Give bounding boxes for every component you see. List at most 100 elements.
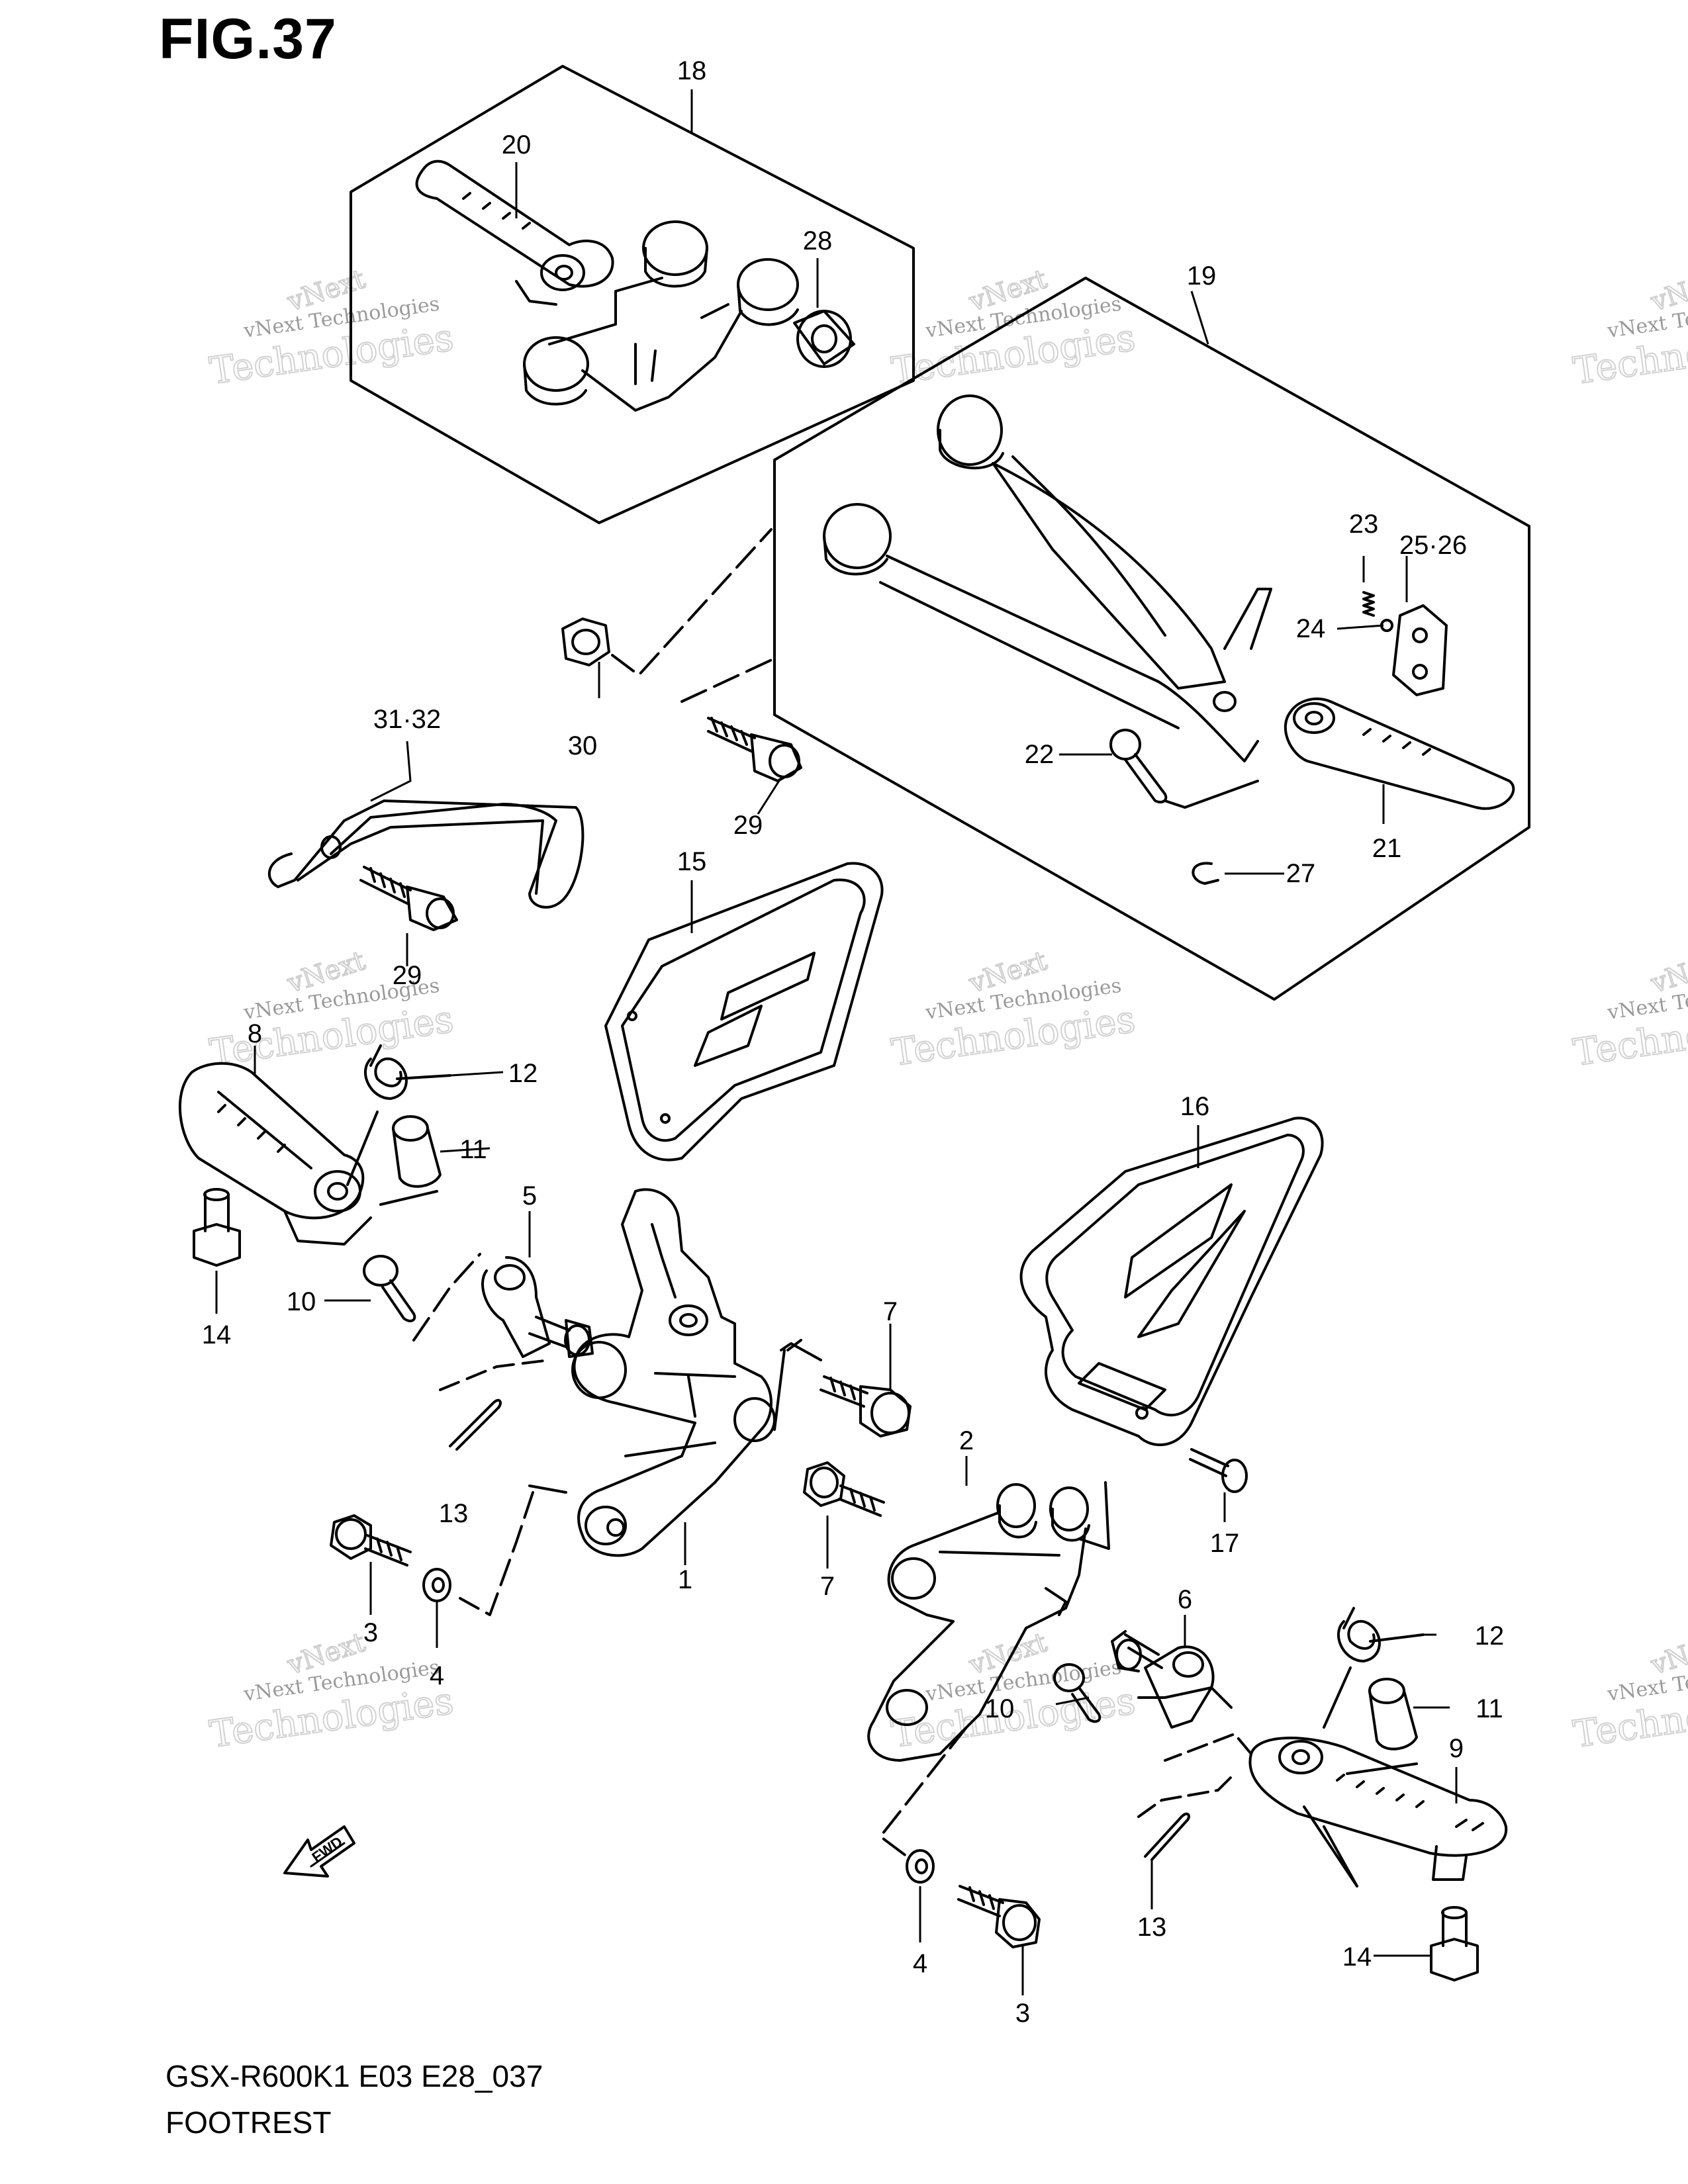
guide-11-pin <box>379 1190 438 1206</box>
part-25-26-plate <box>1392 604 1448 696</box>
part-14-bolt-lower <box>1430 1906 1479 1981</box>
callout-20: 20 <box>502 130 532 159</box>
callout-29-upper: 29 <box>733 811 763 840</box>
watermark-7: vNext vNext Technologies Technologies <box>207 1627 457 1757</box>
figure-caption: FOOTREST <box>165 2105 332 2140</box>
callout-13-lower: 13 <box>1137 1913 1167 1942</box>
callout-4-lower: 4 <box>913 1949 927 1978</box>
part-30-nut <box>561 617 610 666</box>
part-2-bracket <box>867 1483 1090 1762</box>
callout-14-lower: 14 <box>1342 1942 1372 1972</box>
callout-17: 17 <box>1210 1529 1240 1558</box>
part-10-pin-lower <box>1053 1663 1102 1723</box>
part-8-footpeg <box>178 1062 372 1246</box>
fwd-arrow-icon <box>283 1825 355 1878</box>
watermark-1: vNext vNext Technologies Technologies <box>207 263 457 394</box>
part-3-bolt-lower <box>957 1885 1041 1948</box>
callout-22: 22 <box>1025 740 1055 769</box>
callout-25-26: 25·26 <box>1399 531 1467 560</box>
watermark-2: vNext vNext Technologies Technologies <box>888 263 1139 394</box>
part-13-cotter-lower <box>1144 1812 1190 1861</box>
callout-16: 16 <box>1180 1092 1210 1121</box>
callout-31-32: 31·32 <box>373 705 441 734</box>
part-22-pin <box>1109 729 1168 803</box>
leader-1-dash <box>528 1484 567 1494</box>
part-11-bushing-lower <box>1368 1678 1418 1751</box>
part-11-bushing-upper <box>392 1115 442 1188</box>
part-23-spring <box>1362 591 1375 617</box>
part-16-heel-guard <box>1019 1116 1324 1446</box>
part-4-washer-lower <box>906 1849 935 1884</box>
part-3-bolt-upper <box>330 1514 412 1567</box>
leader-4-upper <box>459 1491 534 1616</box>
leader-lines <box>215 89 1458 1995</box>
callout-19: 19 <box>1187 261 1217 291</box>
part-17-screw <box>1189 1448 1248 1493</box>
callout-30: 30 <box>568 731 598 760</box>
part-9-footpeg <box>1164 1733 1508 1888</box>
part-10-pin-upper <box>363 1255 416 1322</box>
watermark-9: vNext vNext Technologies Technologies <box>1570 1627 1688 1757</box>
callout-13-upper: 13 <box>439 1499 469 1528</box>
kit-box-18 <box>350 65 915 524</box>
leader-2-right <box>1078 1481 1110 1550</box>
part-15-heel-guard <box>604 862 884 1161</box>
watermark-6: vNext vNext Technologies Technologies <box>1570 945 1688 1075</box>
callout-3-lower: 3 <box>1015 1999 1030 2028</box>
callout-6: 6 <box>1178 1585 1192 1614</box>
kit-box-19 <box>773 277 1530 1001</box>
callout-27: 27 <box>1286 859 1316 888</box>
callout-11-upper: 11 <box>459 1135 487 1164</box>
callout-12-upper: 12 <box>508 1059 538 1088</box>
leader-10-upper <box>412 1253 481 1342</box>
part-31-32-guard <box>267 799 585 909</box>
callout-5: 5 <box>522 1181 537 1210</box>
callout-24: 24 <box>1296 614 1326 643</box>
leader-22 <box>1164 780 1259 809</box>
part-7-bolt-upper <box>820 1375 912 1437</box>
guide-13-lower <box>1137 1772 1236 1818</box>
part-29-bolt-upper <box>707 717 802 782</box>
guide-5-lower <box>439 1359 551 1391</box>
callout-9: 9 <box>1449 1734 1464 1763</box>
guide-12-lower <box>1346 1762 1418 1775</box>
part-4-washer-upper <box>422 1568 451 1602</box>
callout-29-lower: 29 <box>393 961 422 990</box>
callout-10-lower: 10 <box>985 1694 1015 1723</box>
leader-4-lower <box>879 1726 968 1858</box>
callout-10-upper: 10 <box>287 1287 316 1316</box>
part-21-footpeg <box>1284 698 1515 810</box>
callout-1: 1 <box>678 1565 692 1594</box>
part-29-bolt-lower <box>359 866 458 931</box>
part-12-spring-lower <box>1336 1607 1425 1662</box>
callout-8: 8 <box>248 1019 262 1048</box>
callout-23: 23 <box>1349 510 1379 539</box>
leader-29-upper <box>680 657 776 703</box>
part-13-cotter-upper <box>449 1398 502 1451</box>
part-1-bracket <box>571 1188 776 1557</box>
figure-title: FIG.37 <box>159 7 337 71</box>
part-5-mount <box>481 1256 594 1358</box>
watermark-3: vNext vNext Technologies Technologies <box>1570 263 1688 394</box>
leader-30 <box>611 528 773 676</box>
watermark-5: vNext vNext Technologies Technologies <box>888 945 1139 1075</box>
callout-11-lower: 11 <box>1476 1694 1503 1723</box>
callout-7-lower: 7 <box>820 1572 835 1601</box>
callout-18: 18 <box>677 56 707 85</box>
part-12-spring-upper <box>363 1044 451 1100</box>
part-28-bushing <box>793 310 855 368</box>
leader-1-upper <box>773 1349 786 1431</box>
guide-11-lower <box>1323 1666 1352 1729</box>
part-20-footpeg <box>415 159 614 306</box>
part-18-bracket <box>523 220 799 412</box>
callout-2: 2 <box>959 1426 974 1455</box>
part-14-bolt-upper <box>193 1188 241 1267</box>
part-7-bolt-lower <box>803 1461 885 1517</box>
guide-8-spring <box>346 1111 379 1186</box>
part-27-circlip <box>1192 862 1219 885</box>
leader-7-upper <box>780 1342 822 1361</box>
part-19-bracket <box>823 394 1272 762</box>
callout-3-upper: 3 <box>363 1618 378 1647</box>
